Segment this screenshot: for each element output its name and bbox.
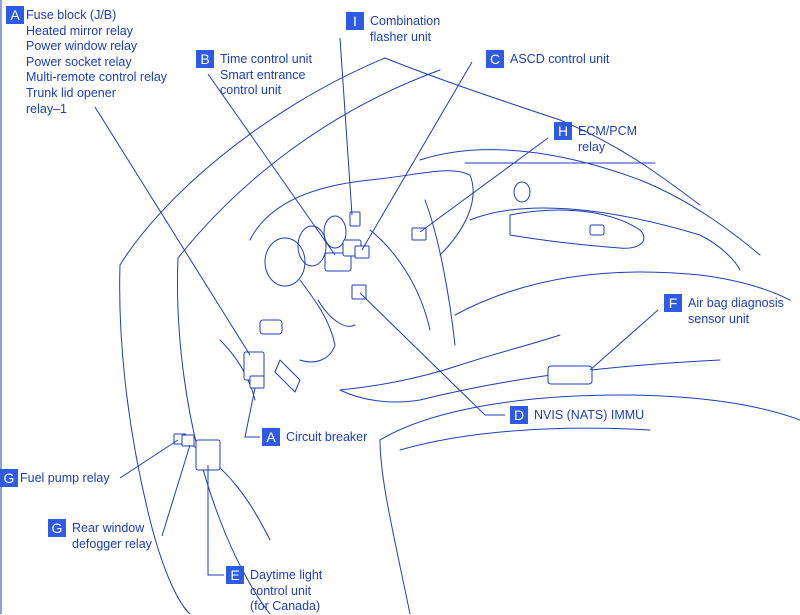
steering-column bbox=[299, 279, 336, 363]
fuse-line-2: Heated mirror relay bbox=[26, 23, 133, 38]
label-combination-flasher: Combination flasher unit bbox=[370, 14, 440, 45]
center-console bbox=[339, 334, 561, 391]
fuse-line-6: Trunk lid opener bbox=[26, 85, 116, 100]
leader-flasher bbox=[339, 37, 353, 216]
time-control-unit-box bbox=[324, 252, 352, 272]
a2-line-1: Circuit breaker bbox=[286, 430, 368, 444]
pedal-box bbox=[259, 319, 283, 335]
door-frame-line bbox=[119, 264, 191, 614]
label-rear-defogger-relay: Rear window defogger relay bbox=[72, 521, 152, 552]
console-lower bbox=[339, 389, 421, 403]
rear-defogger-relay-box bbox=[181, 434, 195, 447]
label-daytime-light-unit: Daytime light control unit (for Canada) bbox=[250, 568, 322, 615]
label-ecm-pcm-relay: ECM/PCM relay bbox=[578, 124, 637, 155]
fuse-line-4: Power socket relay bbox=[26, 54, 132, 69]
tag-g-rear: G bbox=[48, 519, 66, 537]
a-pillar-inner-line bbox=[177, 69, 441, 259]
leader-nvis bbox=[359, 292, 505, 416]
leader-ecm bbox=[419, 137, 549, 233]
windshield-lower-line bbox=[419, 149, 761, 256]
leader-daytime-light bbox=[207, 465, 224, 576]
d-line-1: NVIS (NATS) IMMU bbox=[534, 408, 645, 422]
vent-right bbox=[513, 181, 531, 203]
leader-time-control bbox=[207, 73, 336, 256]
passenger-dash-lower bbox=[454, 271, 791, 316]
b-line-1: Time control unit bbox=[220, 52, 312, 66]
fuse-line-3: Power window relay bbox=[26, 39, 138, 54]
h-line-2: relay bbox=[578, 139, 606, 154]
gauge-right bbox=[323, 215, 347, 249]
label-time-control-unit: Time control unit Smart entrance control… bbox=[220, 52, 312, 99]
f-line-1: Air bag diagnosis bbox=[688, 296, 784, 310]
vent-small bbox=[589, 224, 605, 236]
label-circuit-breaker: Circuit breaker bbox=[286, 430, 367, 446]
cluster-hood bbox=[249, 170, 474, 256]
seat-edge bbox=[379, 394, 800, 441]
b-line-2: Smart entrance bbox=[220, 67, 306, 82]
glove-box bbox=[509, 209, 645, 249]
label-ascd-control-unit: ASCD control unit bbox=[510, 52, 609, 68]
ascd-unit-box bbox=[354, 245, 370, 259]
leader-airbag bbox=[589, 309, 659, 371]
leader-ascd bbox=[361, 61, 473, 251]
flasher-unit-top bbox=[349, 211, 361, 227]
tag-d: D bbox=[510, 406, 528, 424]
tag-h: H bbox=[554, 122, 572, 140]
airbag-sensor-box bbox=[547, 365, 593, 385]
b-line-3: control unit bbox=[220, 83, 282, 98]
windshield-top-line bbox=[384, 57, 701, 206]
leader-circuit-breaker bbox=[244, 387, 260, 438]
circuit-breaker-box bbox=[249, 375, 265, 389]
gauge-left bbox=[264, 237, 306, 287]
label-fuse-block: Fuse block (J/B) Heated mirror relay Pow… bbox=[26, 8, 167, 117]
label-nvis-immu: NVIS (NATS) IMMU bbox=[534, 408, 644, 424]
g2-line-2: defogger relay bbox=[72, 536, 152, 551]
gauge-center bbox=[297, 225, 327, 267]
leader-fuse-block bbox=[94, 106, 251, 356]
windshield-frame-line bbox=[119, 57, 386, 266]
leader-fuel-pump bbox=[119, 439, 179, 479]
center-stack-left bbox=[369, 229, 431, 331]
leader-rear-defogger bbox=[161, 444, 191, 537]
seat-front bbox=[379, 439, 411, 614]
f-line-2: sensor unit bbox=[688, 311, 750, 326]
i-line-1: Combination bbox=[370, 14, 441, 28]
pillar-line bbox=[177, 257, 271, 614]
tag-a-fuse: A bbox=[6, 6, 24, 24]
tag-a-circuit: A bbox=[262, 428, 280, 446]
e-line-2: control unit bbox=[250, 583, 312, 598]
passenger-dash-top bbox=[469, 207, 741, 271]
column-cover bbox=[317, 299, 356, 327]
tag-c: C bbox=[486, 50, 504, 68]
e-line-1: Daytime light bbox=[250, 568, 323, 582]
center-stack-right bbox=[424, 199, 456, 346]
pedal bbox=[274, 359, 301, 393]
g1-line-1: Fuel pump relay bbox=[20, 471, 110, 485]
tag-b: B bbox=[196, 50, 214, 68]
label-air-bag-sensor: Air bag diagnosis sensor unit bbox=[688, 296, 784, 327]
tag-g-fuel: G bbox=[0, 469, 18, 487]
tag-e: E bbox=[226, 566, 244, 584]
tag-i: I bbox=[346, 12, 364, 30]
fuse-line-7: relay–1 bbox=[26, 101, 67, 116]
tag-f: F bbox=[664, 294, 682, 312]
h-line-1: ECM/PCM bbox=[578, 124, 638, 138]
fuse-line-1: Fuse block (J/B) bbox=[26, 8, 117, 22]
i-line-2: flasher unit bbox=[370, 29, 432, 44]
fuse-line-5: Multi-remote control relay bbox=[26, 70, 168, 85]
g2-line-1: Rear window bbox=[72, 521, 145, 535]
seat-cushion bbox=[399, 427, 651, 451]
label-fuel-pump-relay: Fuel pump relay bbox=[20, 471, 110, 487]
e-line-3: (for Canada) bbox=[250, 599, 321, 614]
c-line-1: ASCD control unit bbox=[510, 52, 610, 66]
ecm-relay-box bbox=[411, 227, 427, 241]
